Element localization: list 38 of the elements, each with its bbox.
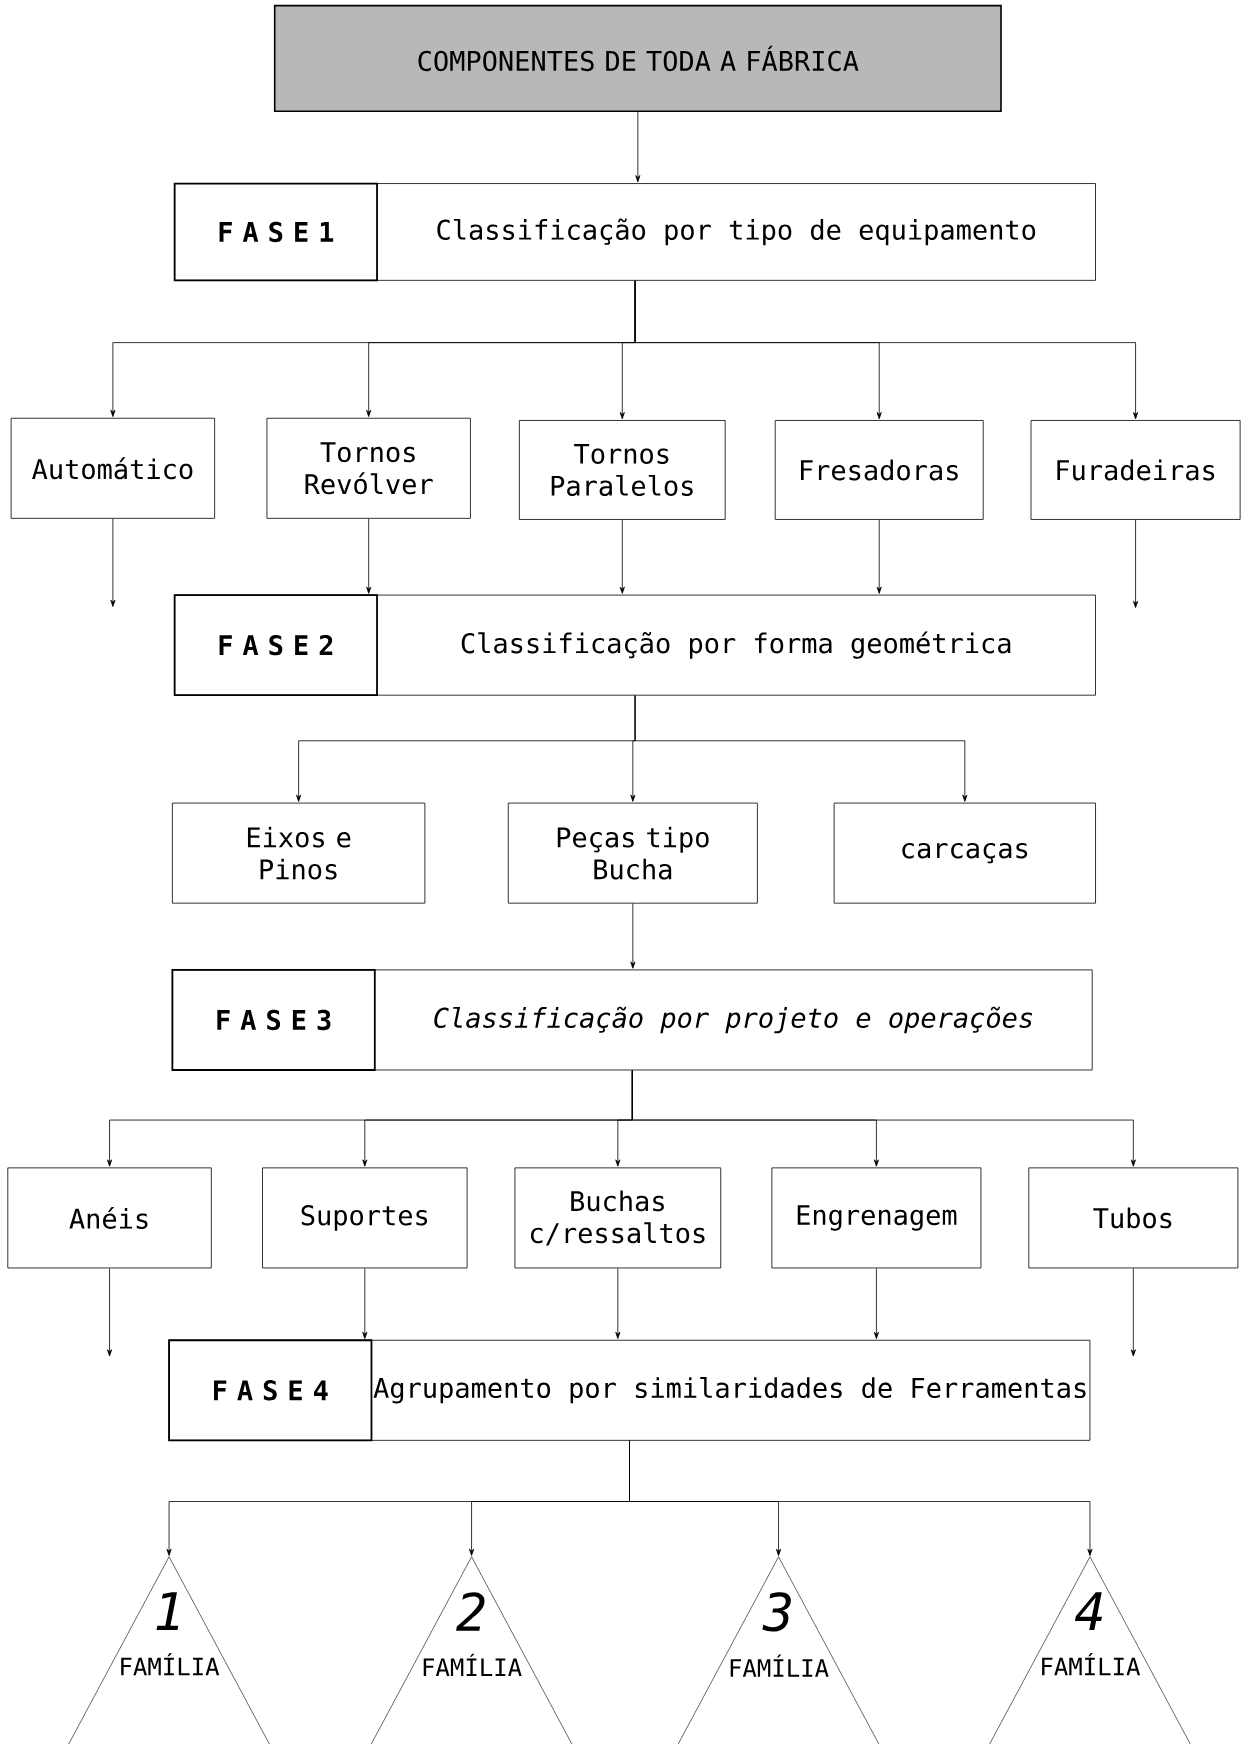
family-triangle: 2 FAMÍLIA (370, 1556, 573, 1744)
category-box: Tubos (1028, 1167, 1239, 1269)
family-triangle: 1 FAMÍLIA (68, 1556, 270, 1744)
arrow (1130, 1267, 1136, 1357)
title-box: COMPONENTES DE TODA A FÁBRICA (273, 4, 1002, 113)
arrow (634, 695, 968, 802)
phase-label-box: F A S E 1 (173, 182, 378, 282)
category-box: Fresadoras (774, 420, 984, 520)
arrow (635, 111, 641, 183)
category-box: Furadeiras (1030, 420, 1241, 520)
arrow (362, 1267, 368, 1339)
category-box: carcaças (833, 802, 1096, 904)
phase-label-box: F A S E 2 (173, 594, 378, 697)
category-box: Tornos Revólver (266, 417, 471, 519)
arrow (619, 519, 625, 594)
category-box: Automático (10, 417, 216, 519)
category-box: Peças tipo Bucha (507, 802, 758, 904)
category-box: Engrenagem (771, 1167, 982, 1269)
category-box: Eixos e Pinos (172, 802, 426, 904)
arrow (107, 1267, 113, 1357)
family-triangle: 4 FAMÍLIA (989, 1556, 1191, 1744)
family-triangle: 3 FAMÍLIA (677, 1556, 880, 1744)
arrow (110, 518, 116, 607)
phase-label-box: F A S E 3 (171, 969, 376, 1071)
arrow (630, 903, 636, 969)
arrow (631, 1070, 1136, 1167)
arrow (876, 519, 882, 594)
category-box: Tornos Paralelos (519, 420, 726, 520)
arrow (1133, 519, 1139, 608)
category-box: Suportes (262, 1167, 468, 1269)
category-box: Anéis (7, 1167, 212, 1269)
arrow (615, 1267, 621, 1339)
phase-label-box: F A S E 4 (168, 1339, 373, 1442)
arrow (366, 518, 372, 594)
arrow (629, 1440, 1093, 1556)
arrow (634, 280, 1139, 420)
arrow (873, 1267, 879, 1339)
category-box: Buchas c/ressaltos (514, 1167, 722, 1269)
